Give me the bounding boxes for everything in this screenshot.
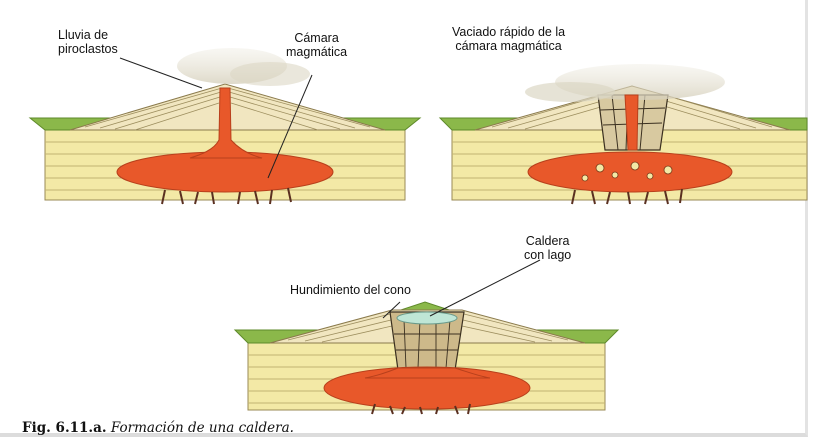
label-line: piroclastos: [58, 42, 118, 56]
label-camara-magmatica: Cámara magmática: [286, 31, 347, 59]
label-line: Caldera: [525, 234, 570, 248]
magma-conduit-1: [189, 87, 263, 159]
label-hundimiento-del-cono: Hundimiento del cono: [290, 283, 411, 297]
volcano-panel-1: [28, 48, 422, 205]
figure-caption-text: Formación de una caldera.: [110, 420, 294, 436]
leader-line-caldera: [429, 259, 541, 317]
caldera-diagram: [28, 48, 808, 415]
label-line: Vaciado rápido de la: [452, 25, 566, 39]
volcano-panel-2: [438, 64, 808, 205]
figure-frame: Lluvia de piroclastos Cámara magmática V…: [0, 0, 808, 437]
figure-caption: Fig. 6.11.a. Formación de una caldera.: [22, 420, 294, 436]
label-line: con lago: [524, 248, 572, 262]
figure-number: Fig. 6.11.a.: [22, 420, 107, 436]
label-caldera-con-lago: Caldera con lago: [524, 234, 571, 262]
leader-line-hundimiento: [382, 301, 401, 319]
volcano-panel-3: [233, 259, 620, 415]
label-vaciado-rapido: Vaciado rápido de la cámara magmática: [452, 25, 565, 53]
magma-chamber-2: [527, 151, 733, 193]
leader-line-camara: [267, 74, 313, 179]
leader-line-piroclastos: [119, 57, 203, 89]
label-line: Cámara: [294, 31, 339, 45]
caldera-lake: [396, 311, 458, 325]
label-line: magmática: [286, 45, 348, 59]
label-lluvia-de-piroclastos: Lluvia de piroclastos: [58, 28, 118, 56]
label-line: Lluvia de: [58, 28, 109, 42]
label-line: cámara magmática: [455, 39, 562, 53]
